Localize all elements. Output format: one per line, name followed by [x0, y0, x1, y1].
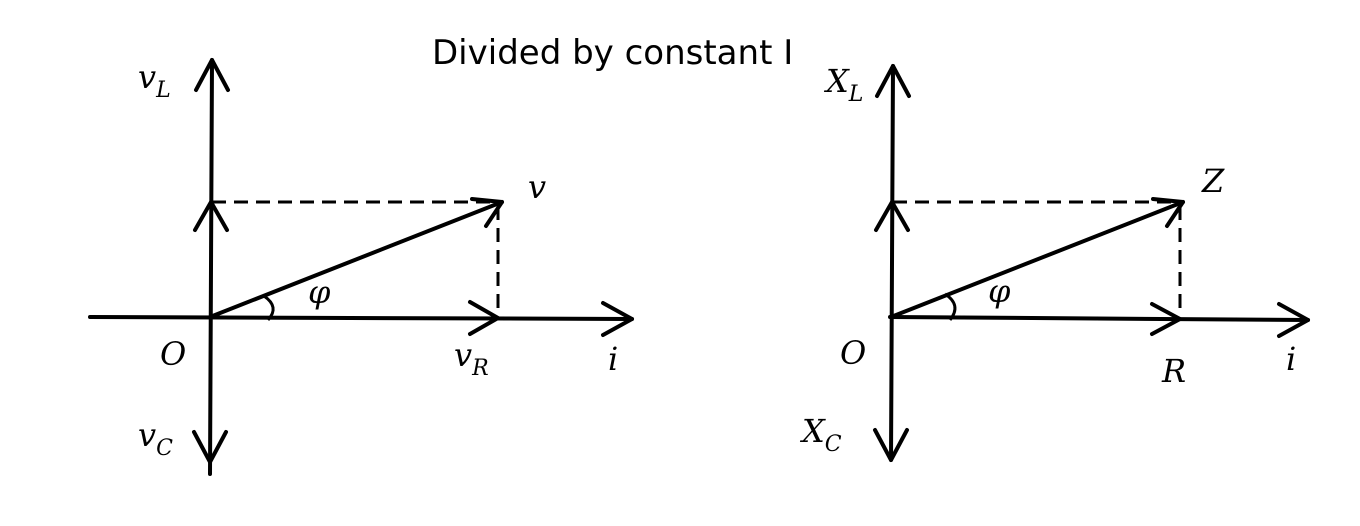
- label-r: R: [1161, 352, 1186, 390]
- label-vl: vL: [138, 58, 171, 103]
- current-axis-arrowhead: [1277, 302, 1310, 338]
- label-i: i: [608, 340, 618, 378]
- current-axis-arrowhead: [601, 301, 634, 337]
- vertical-axis: [208, 58, 214, 476]
- xc-arrowhead: [873, 428, 909, 462]
- v-phasor-arrowhead: [470, 197, 504, 228]
- diagram-title: Divided by constant I: [432, 33, 793, 73]
- impedance-phasor-diagram: XL Z φ O R i XC: [799, 62, 1310, 462]
- xl-component-arrowhead: [874, 200, 910, 232]
- current-axis: [88, 315, 634, 321]
- vr-arrowhead: [468, 300, 500, 336]
- phase-angle-arc: [944, 292, 957, 321]
- vl-component-arrowhead: [193, 200, 229, 232]
- voltage-phasor-diagram: vL v φ O vR i vC: [88, 58, 634, 476]
- label-xl: XL: [823, 62, 863, 107]
- vertical-axis: [889, 64, 895, 462]
- label-v: v: [528, 168, 546, 206]
- label-origin: O: [840, 334, 866, 372]
- label-phi: φ: [988, 272, 1011, 310]
- current-axis: [888, 315, 1310, 322]
- label-i: i: [1286, 340, 1296, 378]
- xl-arrowhead: [875, 64, 911, 98]
- label-origin: O: [160, 335, 186, 373]
- phase-angle-arc: [263, 294, 275, 322]
- label-xc: XC: [799, 412, 842, 457]
- label-z: Z: [1201, 162, 1225, 200]
- z-phasor-arrowhead: [1151, 197, 1185, 228]
- r-arrowhead: [1150, 302, 1182, 336]
- vl-arrowhead: [194, 58, 230, 92]
- label-phi: φ: [308, 273, 331, 311]
- z-phasor: [889, 200, 1185, 319]
- label-vr: vR: [454, 336, 489, 381]
- vc-arrowhead: [192, 430, 228, 464]
- label-vc: vC: [138, 416, 173, 461]
- v-phasor: [208, 200, 504, 319]
